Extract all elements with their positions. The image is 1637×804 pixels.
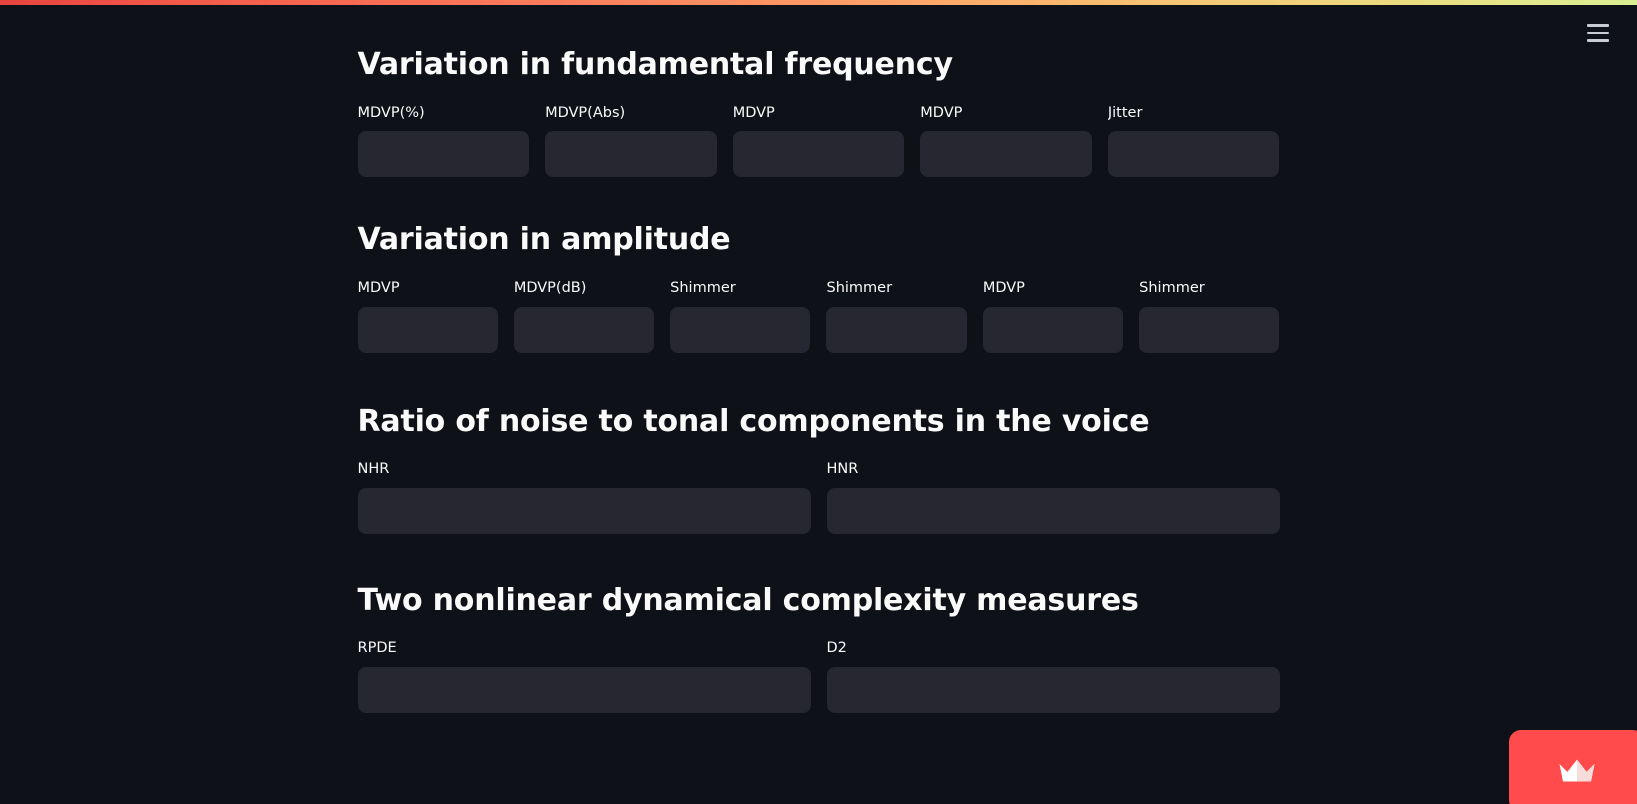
- field-label: Shimmer: [826, 279, 893, 296]
- field-label: MDVP(%): [357, 104, 425, 121]
- section-title: Variation in amplitude: [357, 222, 731, 258]
- input-mdvp-ppq[interactable]: [920, 131, 1092, 178]
- input-shimmer-apq5[interactable]: [826, 306, 967, 353]
- input-mdvp-rap[interactable]: [732, 131, 905, 178]
- section-amplitude-variation: Variation in amplitude MDVP MDVP(dB) Shi…: [357, 221, 1280, 353]
- field-hnr: HNR: [826, 459, 1280, 534]
- page-title: Variation in fundamental frequency: [357, 47, 953, 82]
- input-rpde[interactable]: [357, 667, 811, 713]
- field-shimmer-apq3: Shimmer: [670, 278, 811, 353]
- hamburger-menu-icon[interactable]: [1581, 18, 1615, 48]
- field-shimmer-apq5: Shimmer: [826, 278, 967, 353]
- section-title: Two nonlinear dynamical complexity measu…: [357, 582, 1139, 618]
- field-label: D2: [826, 640, 847, 657]
- field-label: NHR: [357, 461, 390, 477]
- main-content: Variation in fundamental frequency MDVP(…: [349, 0, 1289, 713]
- field-mdvp-shimmer: MDVP: [357, 278, 498, 353]
- field-mdvp-rap: MDVP: [732, 103, 905, 178]
- input-nhr[interactable]: [357, 487, 811, 534]
- field-jitter-ddp: Jitter: [1107, 103, 1280, 178]
- section-noise-ratio: Ratio of noise to tonal components in th…: [357, 403, 1280, 534]
- section-fundamental-frequency: Variation in fundamental frequency MDVP(…: [357, 46, 1280, 178]
- input-hnr[interactable]: [826, 487, 1280, 534]
- field-rpde: RPDE: [357, 638, 811, 713]
- field-label: RPDE: [357, 640, 397, 657]
- field-label: MDVP(dB): [513, 279, 587, 296]
- field-label: Shimmer: [1139, 279, 1205, 296]
- field-shimmer-dda: Shimmer: [1139, 278, 1280, 353]
- section-nonlinear-complexity: Two nonlinear dynamical complexity measu…: [357, 582, 1280, 713]
- field-d2: D2: [826, 638, 1280, 713]
- section-title: Ratio of noise to tonal components in th…: [357, 403, 1150, 439]
- input-mdvp-percent[interactable]: [357, 131, 530, 178]
- input-mdvp-abs[interactable]: [545, 131, 717, 178]
- field-mdvp-apq: MDVP: [982, 278, 1124, 353]
- input-shimmer-apq3[interactable]: [670, 306, 811, 353]
- field-row-4: RPDE D2: [357, 638, 1280, 713]
- input-shimmer-dda[interactable]: [1139, 306, 1280, 353]
- gradient-bar: [0, 0, 1637, 5]
- hamburger-line-1: [1587, 24, 1609, 27]
- field-label: MDVP: [982, 279, 1025, 296]
- field-row-2: MDVP MDVP(dB) Shimmer Shimmer MDVP: [357, 278, 1280, 353]
- field-nhr: NHR: [357, 459, 811, 534]
- input-jitter-ddp[interactable]: [1107, 131, 1280, 178]
- field-label: MDVP: [357, 279, 400, 296]
- field-mdvp-percent: MDVP(%): [357, 103, 530, 178]
- hamburger-line-3: [1587, 39, 1609, 42]
- field-label: MDVP: [920, 104, 963, 121]
- crown-icon: [1559, 759, 1595, 782]
- input-d2[interactable]: [826, 667, 1280, 713]
- field-mdvp-ppq: MDVP: [920, 103, 1092, 178]
- field-label: MDVP: [732, 104, 775, 121]
- crown-badge-button[interactable]: [1509, 730, 1637, 804]
- field-row-3: NHR HNR: [357, 459, 1280, 534]
- field-label: HNR: [826, 461, 859, 477]
- input-mdvp-apq[interactable]: [982, 306, 1124, 353]
- hamburger-line-2: [1587, 31, 1609, 35]
- field-label: MDVP(Abs): [545, 104, 626, 121]
- input-mdvp-shimmer[interactable]: [357, 306, 498, 353]
- input-mdvp-shimmer-db[interactable]: [513, 306, 655, 353]
- field-label: Shimmer: [670, 279, 736, 296]
- field-row-1: MDVP(%) MDVP(Abs) MDVP MDVP Jitter: [357, 103, 1280, 178]
- field-mdvp-shimmer-db: MDVP(dB): [513, 278, 655, 353]
- field-mdvp-abs: MDVP(Abs): [545, 103, 717, 178]
- field-label: Jitter: [1107, 104, 1143, 121]
